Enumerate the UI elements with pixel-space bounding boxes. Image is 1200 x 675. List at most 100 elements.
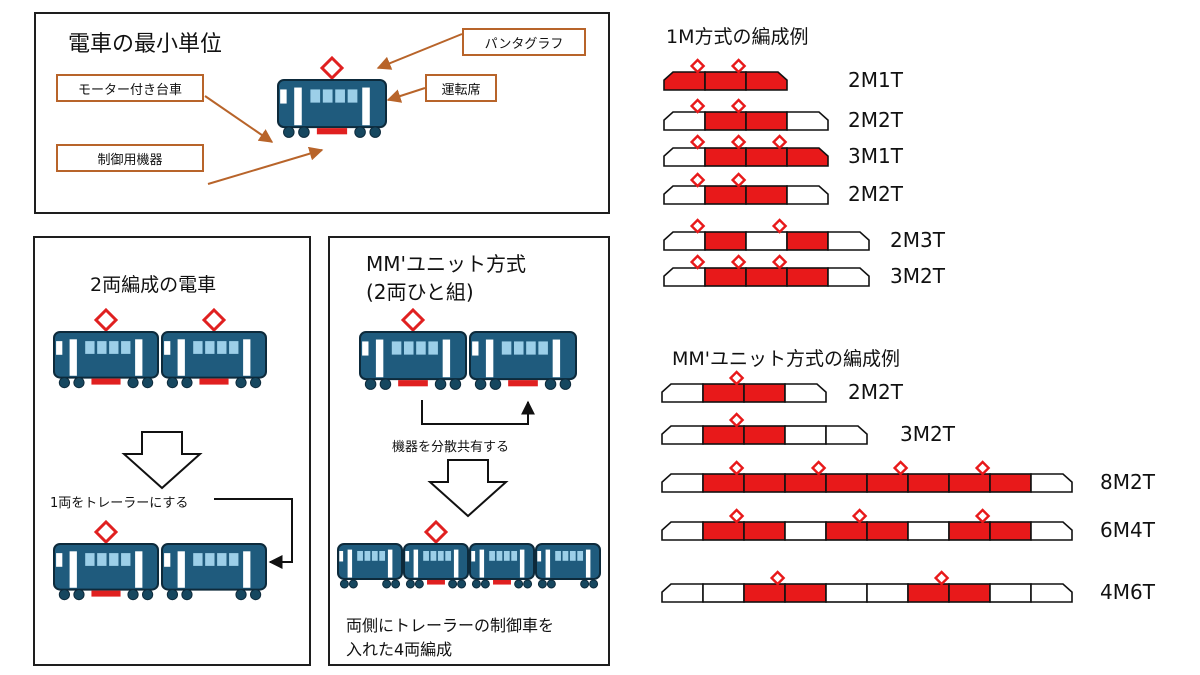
pantograph-icon	[771, 134, 788, 150]
formation-label: 3M2T	[900, 422, 955, 446]
formation-row	[661, 508, 1073, 541]
pantograph-icon	[892, 460, 909, 476]
pantograph-icon	[810, 460, 827, 476]
arrow-control	[207, 146, 324, 185]
formation-label: 2M3T	[890, 228, 945, 252]
formation-car-motor	[704, 185, 747, 205]
formation-row	[663, 98, 829, 131]
share-bracket	[421, 400, 535, 425]
wheel	[489, 378, 502, 390]
car-window	[97, 341, 107, 354]
car-window	[416, 341, 426, 355]
cab-window	[280, 89, 287, 104]
pantograph-icon	[730, 58, 747, 74]
control-equipment	[199, 378, 229, 385]
formation-label: 4M6T	[1100, 580, 1155, 604]
train-car-four-4	[535, 543, 601, 589]
label-control-equipment: 制御用機器	[56, 144, 204, 172]
formation-car-trailer	[866, 583, 909, 603]
car-window	[526, 341, 536, 355]
cab-window	[339, 550, 344, 562]
wheel	[339, 579, 349, 589]
wheel	[480, 579, 490, 589]
arrow-motor	[204, 95, 274, 143]
cab-window	[164, 341, 171, 355]
wheel	[354, 126, 366, 138]
train-car-unit	[277, 55, 387, 138]
car-body	[337, 543, 403, 580]
car-window	[310, 89, 321, 103]
formation-car-trailer	[827, 267, 870, 287]
wheel	[181, 589, 193, 601]
car-window	[193, 553, 203, 566]
formation-label: 8M2T	[1100, 470, 1155, 494]
pantograph-icon	[93, 307, 119, 333]
wheel	[369, 126, 381, 138]
car-window	[371, 550, 378, 561]
car-body	[277, 79, 387, 129]
formation-car-trailer	[786, 185, 829, 205]
cab-window	[405, 550, 410, 562]
pantograph-icon	[689, 172, 706, 188]
formation-car-motor	[745, 111, 788, 131]
formation-row	[663, 58, 788, 91]
wheel	[514, 579, 524, 589]
formation-car-motor	[743, 383, 786, 403]
formation-car-trailer	[786, 111, 829, 131]
car-body	[535, 543, 601, 580]
formation-car-motor	[745, 185, 788, 205]
train-car-mm-b	[469, 331, 577, 390]
car-window	[109, 341, 119, 354]
car-door	[375, 339, 384, 378]
cab-window	[472, 341, 479, 356]
wheel	[142, 377, 154, 389]
wheel	[250, 377, 262, 389]
car-window	[121, 553, 131, 566]
cab-window	[164, 553, 171, 567]
wheel	[166, 589, 178, 601]
car-body	[53, 543, 159, 591]
pantograph-icon	[689, 218, 706, 234]
car-window	[489, 550, 495, 561]
formation-car-motor	[866, 473, 909, 493]
formation-label: 3M1T	[848, 144, 903, 168]
label-motor-bogie: モーター付き台車	[56, 74, 204, 102]
control-equipment	[427, 579, 445, 585]
car-door	[362, 87, 370, 126]
wheel	[283, 126, 295, 138]
caption-four-car-2: 入れた4両編成	[346, 640, 453, 659]
pantograph-icon	[851, 508, 868, 524]
formation-row	[661, 460, 1073, 493]
car-window	[364, 550, 371, 561]
car-door	[479, 549, 485, 578]
wheel	[471, 579, 481, 589]
wheel	[405, 579, 415, 589]
formation-car-trailer	[827, 231, 870, 251]
formation-car-trailer	[745, 231, 788, 251]
panel-mm-unit	[328, 236, 610, 666]
control-equipment	[508, 380, 538, 387]
formation-car-motor	[745, 267, 788, 287]
formation-row	[663, 134, 829, 167]
formation-car-motor	[948, 521, 991, 541]
pantograph-icon	[689, 98, 706, 114]
wheel	[142, 589, 154, 601]
pantograph-icon	[319, 55, 345, 81]
car-window	[538, 341, 548, 355]
arrow-pantograph	[376, 33, 463, 70]
pantograph-icon	[689, 134, 706, 150]
car-door	[519, 549, 525, 578]
car-window	[379, 550, 386, 561]
wheel	[448, 579, 458, 589]
car-door	[552, 339, 561, 378]
panel-two-car-title: 2両編成の電車	[90, 274, 217, 296]
car-window	[569, 550, 576, 561]
formation-car-motor	[745, 71, 788, 91]
formation-car-trailer	[663, 267, 706, 287]
car-door	[294, 87, 302, 126]
wheel	[414, 579, 424, 589]
car-window	[555, 550, 561, 561]
wheel	[235, 377, 247, 389]
wheel	[546, 579, 556, 589]
formation-car-motor	[704, 147, 747, 167]
